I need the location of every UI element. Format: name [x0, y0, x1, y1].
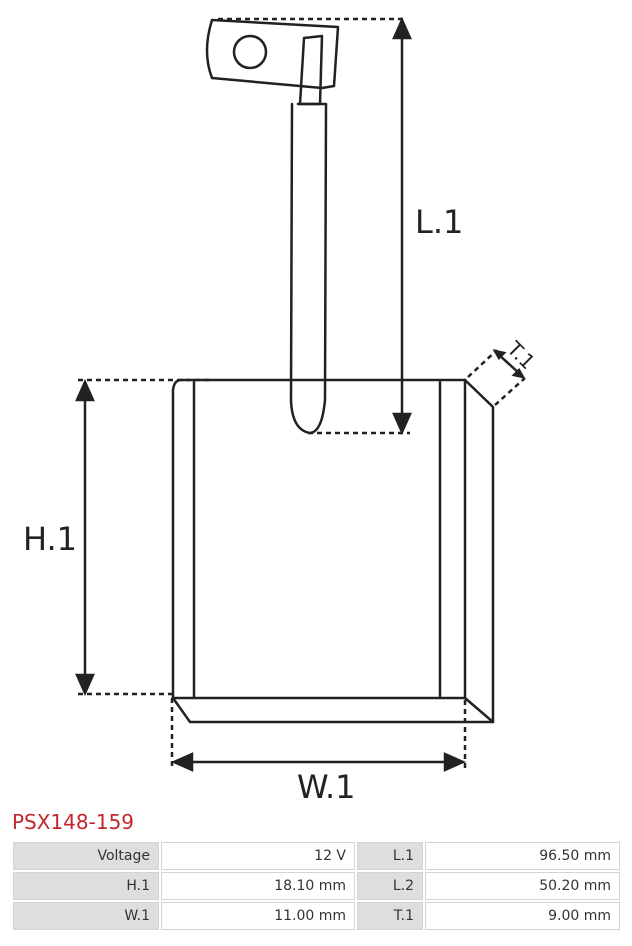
- carbon-brush-diagram: L.1 H.1 W.1 T.1: [23, 16, 540, 806]
- t1-ext-b: [494, 377, 526, 406]
- spec-label: L.1: [357, 842, 423, 870]
- t1-dimension-line: [497, 353, 521, 375]
- l1-label: L.1: [415, 203, 463, 241]
- spec-label: H.1: [13, 872, 159, 900]
- spec-label: Voltage: [13, 842, 159, 870]
- t1-label: T.1: [502, 336, 540, 374]
- spec-value: 96.50 mm: [425, 842, 620, 870]
- product-code-title: PSX148-159: [12, 810, 135, 834]
- w1-label: W.1: [297, 768, 356, 806]
- spec-value: 12 V: [161, 842, 355, 870]
- terminal-hole: [232, 34, 268, 70]
- h1-arrow-top: [75, 378, 95, 402]
- w1-arrow-right: [443, 752, 467, 772]
- spec-label: T.1: [357, 902, 423, 930]
- table-row: H.1 18.10 mm L.2 50.20 mm: [13, 872, 620, 900]
- terminal-lug: [205, 18, 340, 90]
- brush-block-side: [463, 378, 495, 724]
- table-row: W.1 11.00 mm T.1 9.00 mm: [13, 902, 620, 930]
- brush-block-bottom: [171, 696, 495, 724]
- spec-value: 11.00 mm: [161, 902, 355, 930]
- shunt-lead-connector: [298, 34, 324, 106]
- h1-arrow-bottom: [75, 673, 95, 697]
- table-row: Voltage 12 V L.1 96.50 mm: [13, 842, 620, 870]
- shunt-wire: [289, 102, 328, 435]
- l1-arrow-top: [392, 16, 412, 40]
- w1-arrow-left: [170, 752, 194, 772]
- spec-label: L.2: [357, 872, 423, 900]
- h1-label: H.1: [23, 520, 77, 558]
- t1-arrow-b: [511, 367, 526, 379]
- spec-table: Voltage 12 V L.1 96.50 mm H.1 18.10 mm L…: [11, 840, 622, 932]
- spec-label: W.1: [13, 902, 159, 930]
- t1-ext-a: [467, 349, 498, 378]
- spec-value: 18.10 mm: [161, 872, 355, 900]
- spec-value: 9.00 mm: [425, 902, 620, 930]
- spec-value: 50.20 mm: [425, 872, 620, 900]
- l1-arrow-bottom: [392, 412, 412, 436]
- t1-arrow-a: [492, 349, 507, 361]
